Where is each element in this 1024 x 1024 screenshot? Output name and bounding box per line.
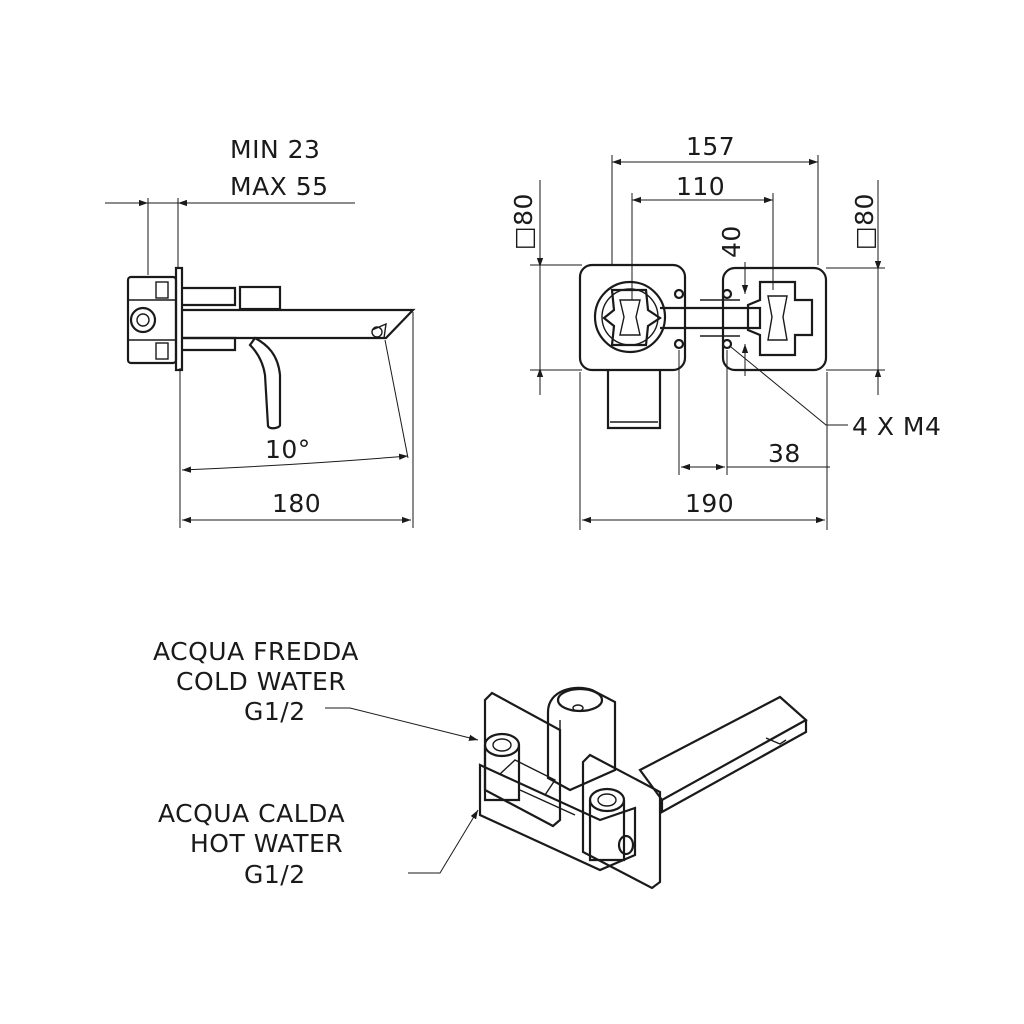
- iso-handle: [546, 686, 617, 792]
- dim-157-label: 157: [686, 132, 735, 161]
- hot-label-line2: HOT WATER: [190, 829, 343, 858]
- left-plate: [578, 263, 687, 372]
- cold-label-line1: ACQUA FREDDA: [153, 637, 359, 666]
- left-handle-rosette: [593, 280, 667, 354]
- angle-ref-line: [384, 339, 409, 459]
- front-view: 157 110 □80 □80 40 4 X M4 38 190: [509, 132, 941, 530]
- isometric-view: ACQUA FREDDA COLD WATER G1/2 ACQUA CALDA…: [153, 637, 808, 890]
- lever-body: [606, 370, 662, 430]
- screw-icon: [721, 288, 733, 300]
- connecting-bar: [660, 306, 762, 330]
- handle-housing: [182, 286, 237, 307]
- screw-icon: [673, 338, 685, 350]
- dim-190-label: 190: [685, 489, 734, 518]
- angle-label: 10°: [265, 435, 311, 464]
- screw-icon: [721, 338, 733, 350]
- side-view: MIN 23 MAX 55 10° 180: [105, 135, 416, 528]
- dim-38-label: 38: [768, 439, 801, 468]
- cold-label-line2: COLD WATER: [176, 667, 346, 696]
- iso-spout: [638, 695, 808, 802]
- spout: [182, 308, 416, 340]
- left-handle: [602, 288, 662, 347]
- concealed-body: [126, 275, 178, 365]
- screw-icon: [673, 288, 685, 300]
- screws-leader: [730, 346, 848, 426]
- hot-leader: [408, 809, 479, 874]
- dim-110-label: 110: [676, 172, 725, 201]
- angle-arc: [181, 453, 409, 473]
- square-right-label: □80: [850, 193, 879, 250]
- length-label: 180: [272, 489, 321, 518]
- iso-manifold: [478, 763, 637, 872]
- handle-cap: [238, 285, 282, 311]
- square-left-label: □80: [509, 193, 538, 250]
- cold-leader: [325, 707, 479, 741]
- iso-hot-inlet: [588, 787, 626, 813]
- hot-label-line3: G1/2: [244, 860, 306, 889]
- iso-cold-inlet: [483, 732, 521, 758]
- cold-label-line3: G1/2: [244, 697, 306, 726]
- inlet-fitting: [129, 306, 157, 334]
- right-plate: [721, 266, 828, 372]
- screws-label: 4 X M4: [852, 412, 941, 441]
- hot-label-line1: ACQUA CALDA: [158, 799, 345, 828]
- iso-front-plate: [581, 753, 662, 890]
- wall-plate: [174, 266, 184, 372]
- mixer-lever: [248, 336, 282, 430]
- min-thickness-label: MIN 23: [230, 135, 320, 164]
- right-fitting: [746, 280, 814, 357]
- dim-40-label: 40: [717, 225, 746, 258]
- max-thickness-label: MAX 55: [230, 172, 329, 201]
